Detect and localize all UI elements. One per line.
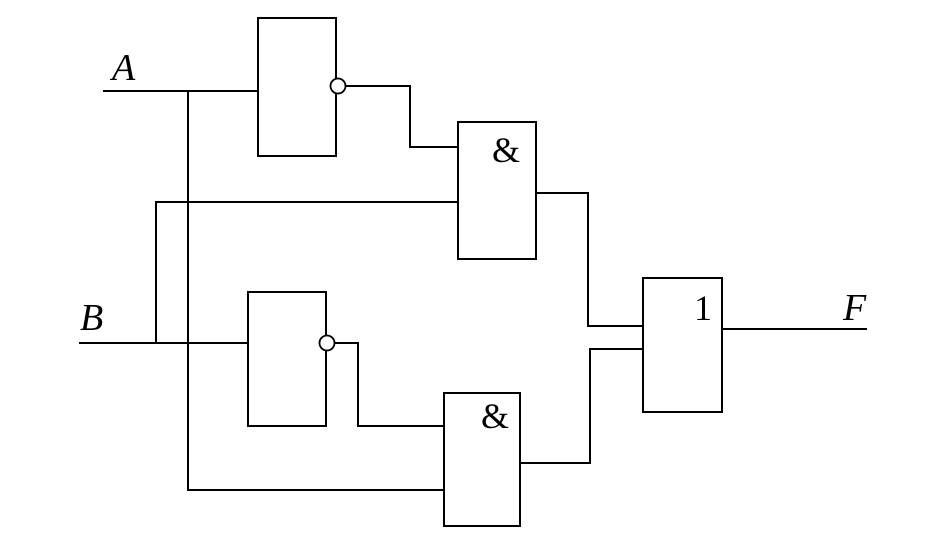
not-gate-b-body xyxy=(247,291,327,427)
and-gate-bottom-body xyxy=(443,392,521,527)
wire-and-bottom-to-or xyxy=(519,348,644,464)
wire-not-a-to-and-top xyxy=(344,85,459,148)
and-gate-bottom: & xyxy=(443,392,521,527)
or-gate-body xyxy=(642,277,723,413)
wire-and-top-to-or xyxy=(535,192,644,327)
wire-b-to-and-top xyxy=(155,201,459,344)
and-gate-top: & xyxy=(457,121,537,260)
or-gate: 1 xyxy=(642,277,723,413)
wire-not-b-to-and-bottom xyxy=(333,342,445,427)
and-gate-top-body xyxy=(457,121,537,260)
not-gate-b-inversion-bubble xyxy=(318,334,336,352)
wires xyxy=(79,85,867,491)
not-gate-a xyxy=(257,17,347,157)
input-label-b: B xyxy=(80,297,103,339)
not-gate-a-body xyxy=(257,17,337,157)
and-gate-bottom-symbol: & xyxy=(481,396,509,436)
input-label-a: A xyxy=(109,47,136,89)
and-gate-top-symbol: & xyxy=(492,130,520,170)
wire-a-to-and-bottom xyxy=(187,90,445,491)
output-label-f: F xyxy=(842,287,867,329)
or-gate-symbol: 1 xyxy=(694,288,712,328)
not-gate-a-inversion-bubble xyxy=(329,77,347,95)
not-gate-b xyxy=(247,291,336,427)
